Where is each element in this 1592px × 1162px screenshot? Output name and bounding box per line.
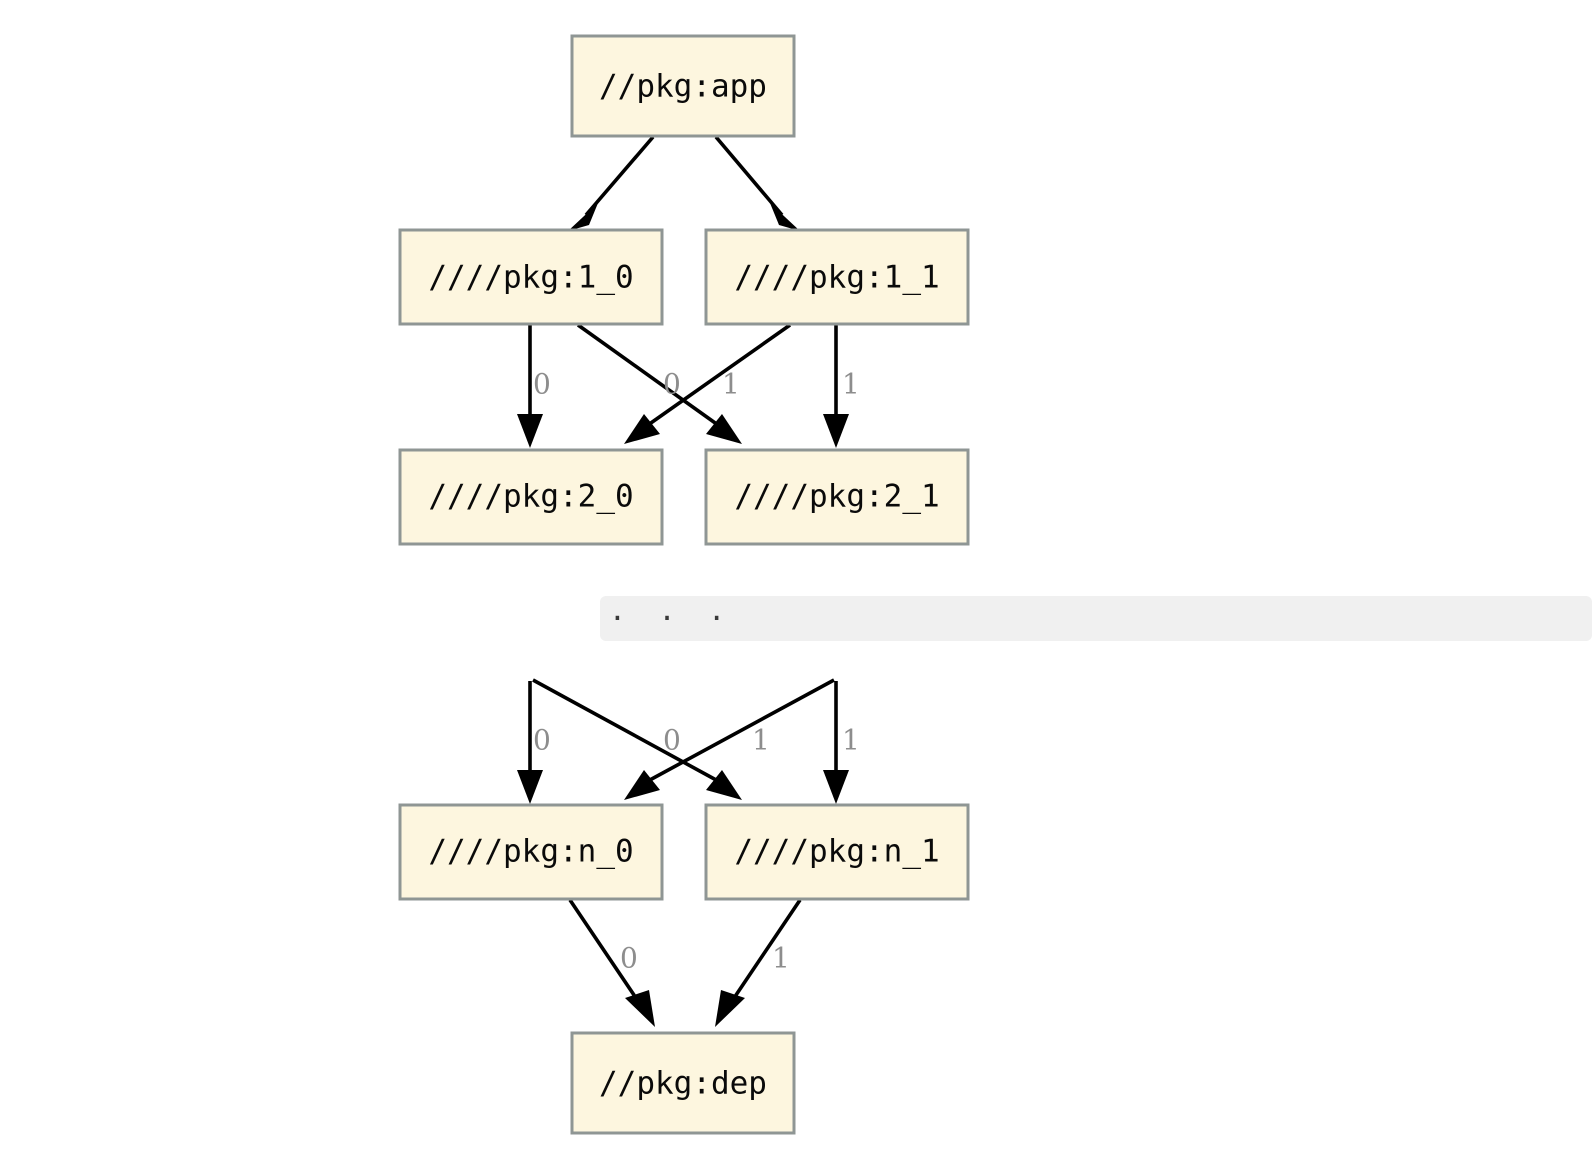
node-label-2_1: ////pkg:2_1 <box>734 479 939 515</box>
node-box[interactable] <box>704 803 970 901</box>
edge-line <box>532 678 719 783</box>
node-box[interactable] <box>704 228 970 326</box>
node-label-1_0: ////pkg:1_0 <box>428 260 633 296</box>
edge-label-cut-to-n_0: 0 <box>533 724 551 757</box>
node-pkg-n_1[interactable]: ////pkg:n_1 <box>704 803 970 901</box>
arrowhead-icon <box>624 414 660 444</box>
edge-line <box>730 898 802 1003</box>
arrowhead-icon <box>517 770 543 804</box>
edge-cut-to-n_1: 0 <box>532 678 742 800</box>
edge-1_1-to-2_1: 1 <box>823 325 860 448</box>
edge-label-1_0-to-2_0: 0 <box>533 368 551 401</box>
edge-cut-to-n_0: 0 <box>517 681 551 804</box>
node-pkg-2_1[interactable]: ////pkg:2_1 <box>704 448 970 546</box>
node-box[interactable] <box>570 1031 796 1135</box>
node-label-n_0: ////pkg:n_0 <box>428 834 633 870</box>
node-pkg-n_0[interactable]: ////pkg:n_0 <box>398 803 664 901</box>
edge-1_0-to-2_1: 0 <box>576 323 742 444</box>
node-label-2_0: ////pkg:2_0 <box>428 479 633 515</box>
arrowhead-icon <box>770 203 800 231</box>
ellipsis-band <box>600 596 1592 641</box>
arrowhead-icon <box>706 770 742 800</box>
node-label-n_1: ////pkg:n_1 <box>734 834 939 870</box>
node-pkg-2_0[interactable]: ////pkg:2_0 <box>398 448 664 546</box>
edge-label-cut2-to-n_1: 1 <box>842 724 860 757</box>
edge-line <box>576 323 720 427</box>
edge-1_1-to-2_0: 1 <box>624 323 792 444</box>
node-label-app: //pkg:app <box>599 69 767 105</box>
edge-label-cut-to-n_1: 0 <box>663 724 681 757</box>
arrowhead-icon <box>715 990 745 1027</box>
edge-1_0-to-2_0: 0 <box>517 325 551 448</box>
edge-n_1-to-dep: 1 <box>715 898 802 1027</box>
node-box[interactable] <box>570 34 796 138</box>
edge-label-n_0-to-dep: 0 <box>620 942 638 975</box>
arrowhead-icon <box>823 414 849 448</box>
edge-line <box>568 898 640 1003</box>
node-pkg-1_1[interactable]: ////pkg:1_1 <box>704 228 970 326</box>
edge-label-1_0-to-2_1: 0 <box>663 368 681 401</box>
arrowhead-icon <box>823 770 849 804</box>
edge-label-n_1-to-dep: 1 <box>772 942 790 975</box>
edge-label-cut2-to-n_0: 1 <box>752 724 770 757</box>
edge-app-to-1_1 <box>714 135 800 231</box>
edge-cut2-to-n_1: 1 <box>823 681 860 804</box>
edge-label-1_1-to-2_1: 1 <box>842 368 860 401</box>
arrowhead-icon <box>625 990 655 1027</box>
node-box[interactable] <box>398 803 664 901</box>
ellipsis-dots: · · · <box>612 599 736 639</box>
edge-line <box>647 678 835 783</box>
ellipsis-separator: · · · <box>600 596 1592 641</box>
node-box[interactable] <box>704 448 970 546</box>
node-pkg-1_0[interactable]: ////pkg:1_0 <box>398 228 664 326</box>
node-dep[interactable]: //pkg:dep <box>570 1031 796 1135</box>
arrowhead-icon <box>568 203 598 231</box>
edge-line <box>714 135 784 217</box>
edge-label-1_1-to-2_0: 1 <box>722 368 740 401</box>
arrowhead-icon <box>706 414 742 444</box>
arrowhead-icon <box>517 414 543 448</box>
node-label-dep: //pkg:dep <box>599 1066 767 1102</box>
node-box[interactable] <box>398 228 664 326</box>
edge-line <box>584 135 655 217</box>
node-box[interactable] <box>398 448 664 546</box>
edge-line <box>646 323 792 427</box>
edge-app-to-1_0 <box>568 135 655 231</box>
arrowhead-icon <box>624 770 660 800</box>
edge-n_0-to-dep: 0 <box>568 898 655 1027</box>
node-label-1_1: ////pkg:1_1 <box>734 260 939 296</box>
edge-cut2-to-n_0: 1 <box>624 678 835 800</box>
node-app[interactable]: //pkg:app <box>570 34 796 138</box>
